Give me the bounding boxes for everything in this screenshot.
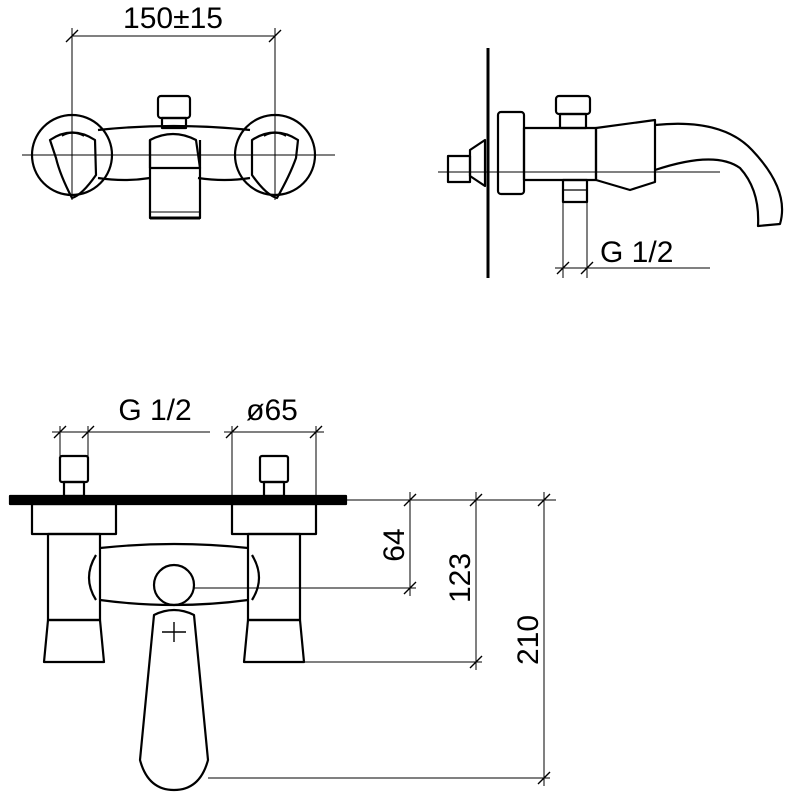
plan-view [8, 425, 556, 792]
height-210-label: 210 [512, 615, 545, 665]
thread-plan-label: G 1/2 [118, 394, 191, 427]
dimension-spacing [65, 28, 282, 200]
front-view: 150±15 [22, 2, 335, 220]
side-view [438, 48, 784, 278]
spacing-label: 150±15 [123, 2, 223, 35]
thread-side-label: G 1/2 [600, 236, 673, 269]
height-64-label: 64 [378, 528, 411, 561]
right-handle [233, 113, 317, 200]
left-handle [30, 113, 114, 200]
diameter-label: ø65 [246, 394, 298, 427]
diverter-knob [156, 94, 192, 130]
dimension-thread-side [555, 202, 710, 278]
height-123-label: 123 [444, 553, 477, 603]
